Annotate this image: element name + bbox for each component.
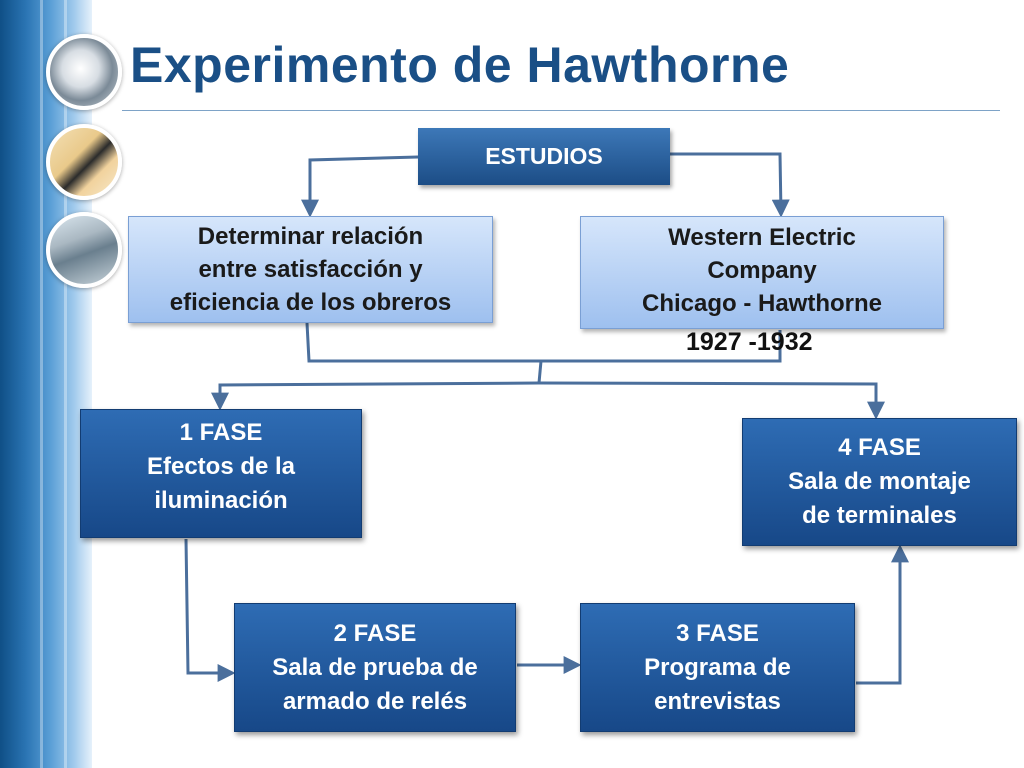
- phase-2-box: 2 FASE Sala de prueba de armado de relés: [234, 603, 516, 732]
- phase-4-line: Sala de montaje: [788, 468, 971, 495]
- location-line: Chicago - Hawthorne: [641, 290, 882, 317]
- phase-4-box: 4 FASE Sala de montaje de terminales: [742, 418, 1017, 546]
- phase-2-line: Sala de prueba de: [272, 653, 478, 681]
- title-divider: [122, 110, 1000, 111]
- root-label: ESTUDIOS: [485, 143, 603, 169]
- objective-line: eficiencia de los obreros: [169, 289, 452, 316]
- phase-4-title: 4 FASE: [838, 434, 921, 461]
- phase-3-box: 3 FASE Programa de entrevistas: [580, 603, 855, 732]
- decorative-photo-thumbnail: [46, 124, 122, 200]
- location-line: Company: [707, 257, 817, 284]
- side-stripe: [64, 0, 67, 768]
- arrow-phase-4-up: [538, 381, 885, 420]
- phase-1-box: 1 FASE Efectos de la iluminación: [80, 409, 362, 538]
- arrow-root-to-location: [670, 152, 790, 218]
- objective-line: Determinar relación: [197, 223, 424, 250]
- phase-1-title: 1 FASE: [179, 419, 263, 446]
- location-line: Western Electric: [668, 224, 856, 251]
- phase-1-line: Efectos de la: [146, 453, 296, 480]
- arrow-root-to-objective: [301, 155, 419, 218]
- objective-line: [305, 322, 540, 363]
- root-box: ESTUDIOS: [418, 128, 670, 185]
- phase-1-line: iluminación: [154, 487, 288, 514]
- arrow-to-phase-1: [211, 381, 540, 411]
- location-line: [540, 330, 782, 363]
- side-stripe: [40, 0, 43, 768]
- slide-title: Experimento de Hawthorne: [130, 37, 790, 93]
- phase-3-line: entrevistas: [654, 687, 781, 715]
- decorative-photo-thumbnail: [46, 34, 122, 110]
- years-label: 1927 -1932: [686, 328, 813, 356]
- phase-3-title: 3 FASE: [676, 619, 759, 647]
- objective-box: Determinar relación entre satisfacción y…: [128, 216, 493, 323]
- arrow-phase-1-to-2: [184, 538, 236, 682]
- phase-3-line: Programa de: [644, 653, 791, 681]
- decorative-photo-thumbnail: [46, 212, 122, 288]
- merge-line: [537, 360, 543, 384]
- location-box: Western Electric Company Chicago - Hawth…: [580, 216, 944, 329]
- phase-4-line: de terminales: [802, 502, 957, 529]
- arrow-phase-3-to-4: [856, 544, 909, 685]
- objective-line: entre satisfacción y: [198, 256, 423, 283]
- phase-2-line: armado de relés: [282, 687, 468, 715]
- phase-2-title: 2 FASE: [333, 619, 417, 647]
